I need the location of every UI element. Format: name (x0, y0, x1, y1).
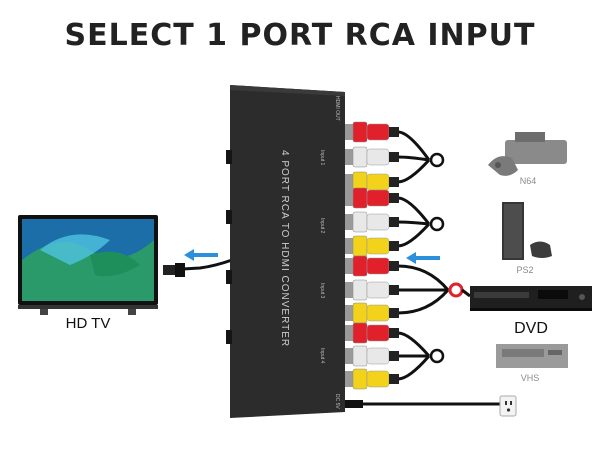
n64-console-icon (488, 132, 567, 176)
input-label-2: Input 2 (319, 218, 325, 234)
selected-cable-knot (448, 282, 464, 298)
hdmi-out-label: HDMI OUT (334, 96, 340, 121)
input-label-1: Input 1 (319, 150, 325, 166)
input-label-4: Input 4 (319, 348, 325, 364)
hd-tv-icon (18, 215, 158, 315)
source-label-vhs: VHS (521, 373, 540, 383)
power-label: DC 5V (334, 394, 340, 409)
rca-cables (345, 121, 471, 390)
rca-plug-group-1 (345, 121, 445, 193)
rca-plug-group-3 (345, 255, 471, 324)
cable-knot (429, 216, 445, 232)
rca-plug-group-4 (345, 322, 445, 390)
cable-knot (429, 348, 445, 364)
headline: SELECT 1 PORT RCA INPUT (64, 18, 536, 53)
converter-box (226, 85, 345, 418)
source-label-dvd: DVD (514, 320, 548, 337)
source-label-n64: N64 (520, 176, 537, 186)
dvd-player-icon (470, 286, 592, 311)
left-arrow-icon (184, 249, 218, 261)
tv-label: HD TV (66, 315, 111, 332)
converter-title: 4 PORT RCA TO HDMI CONVERTER (279, 150, 290, 347)
selected-input-arrow-icon (406, 252, 440, 264)
power-cable (345, 395, 517, 417)
vhs-player-icon (496, 344, 568, 368)
source-label-ps2: PS2 (516, 265, 533, 275)
input-labels: Input 1 Input 2 Input 3 Input 4 (319, 150, 325, 364)
rca-plug-group-2 (345, 187, 445, 257)
cable-knot (429, 152, 445, 168)
ps2-console-icon (502, 202, 552, 260)
input-label-3: Input 3 (319, 283, 325, 299)
hdmi-cable (163, 258, 233, 277)
